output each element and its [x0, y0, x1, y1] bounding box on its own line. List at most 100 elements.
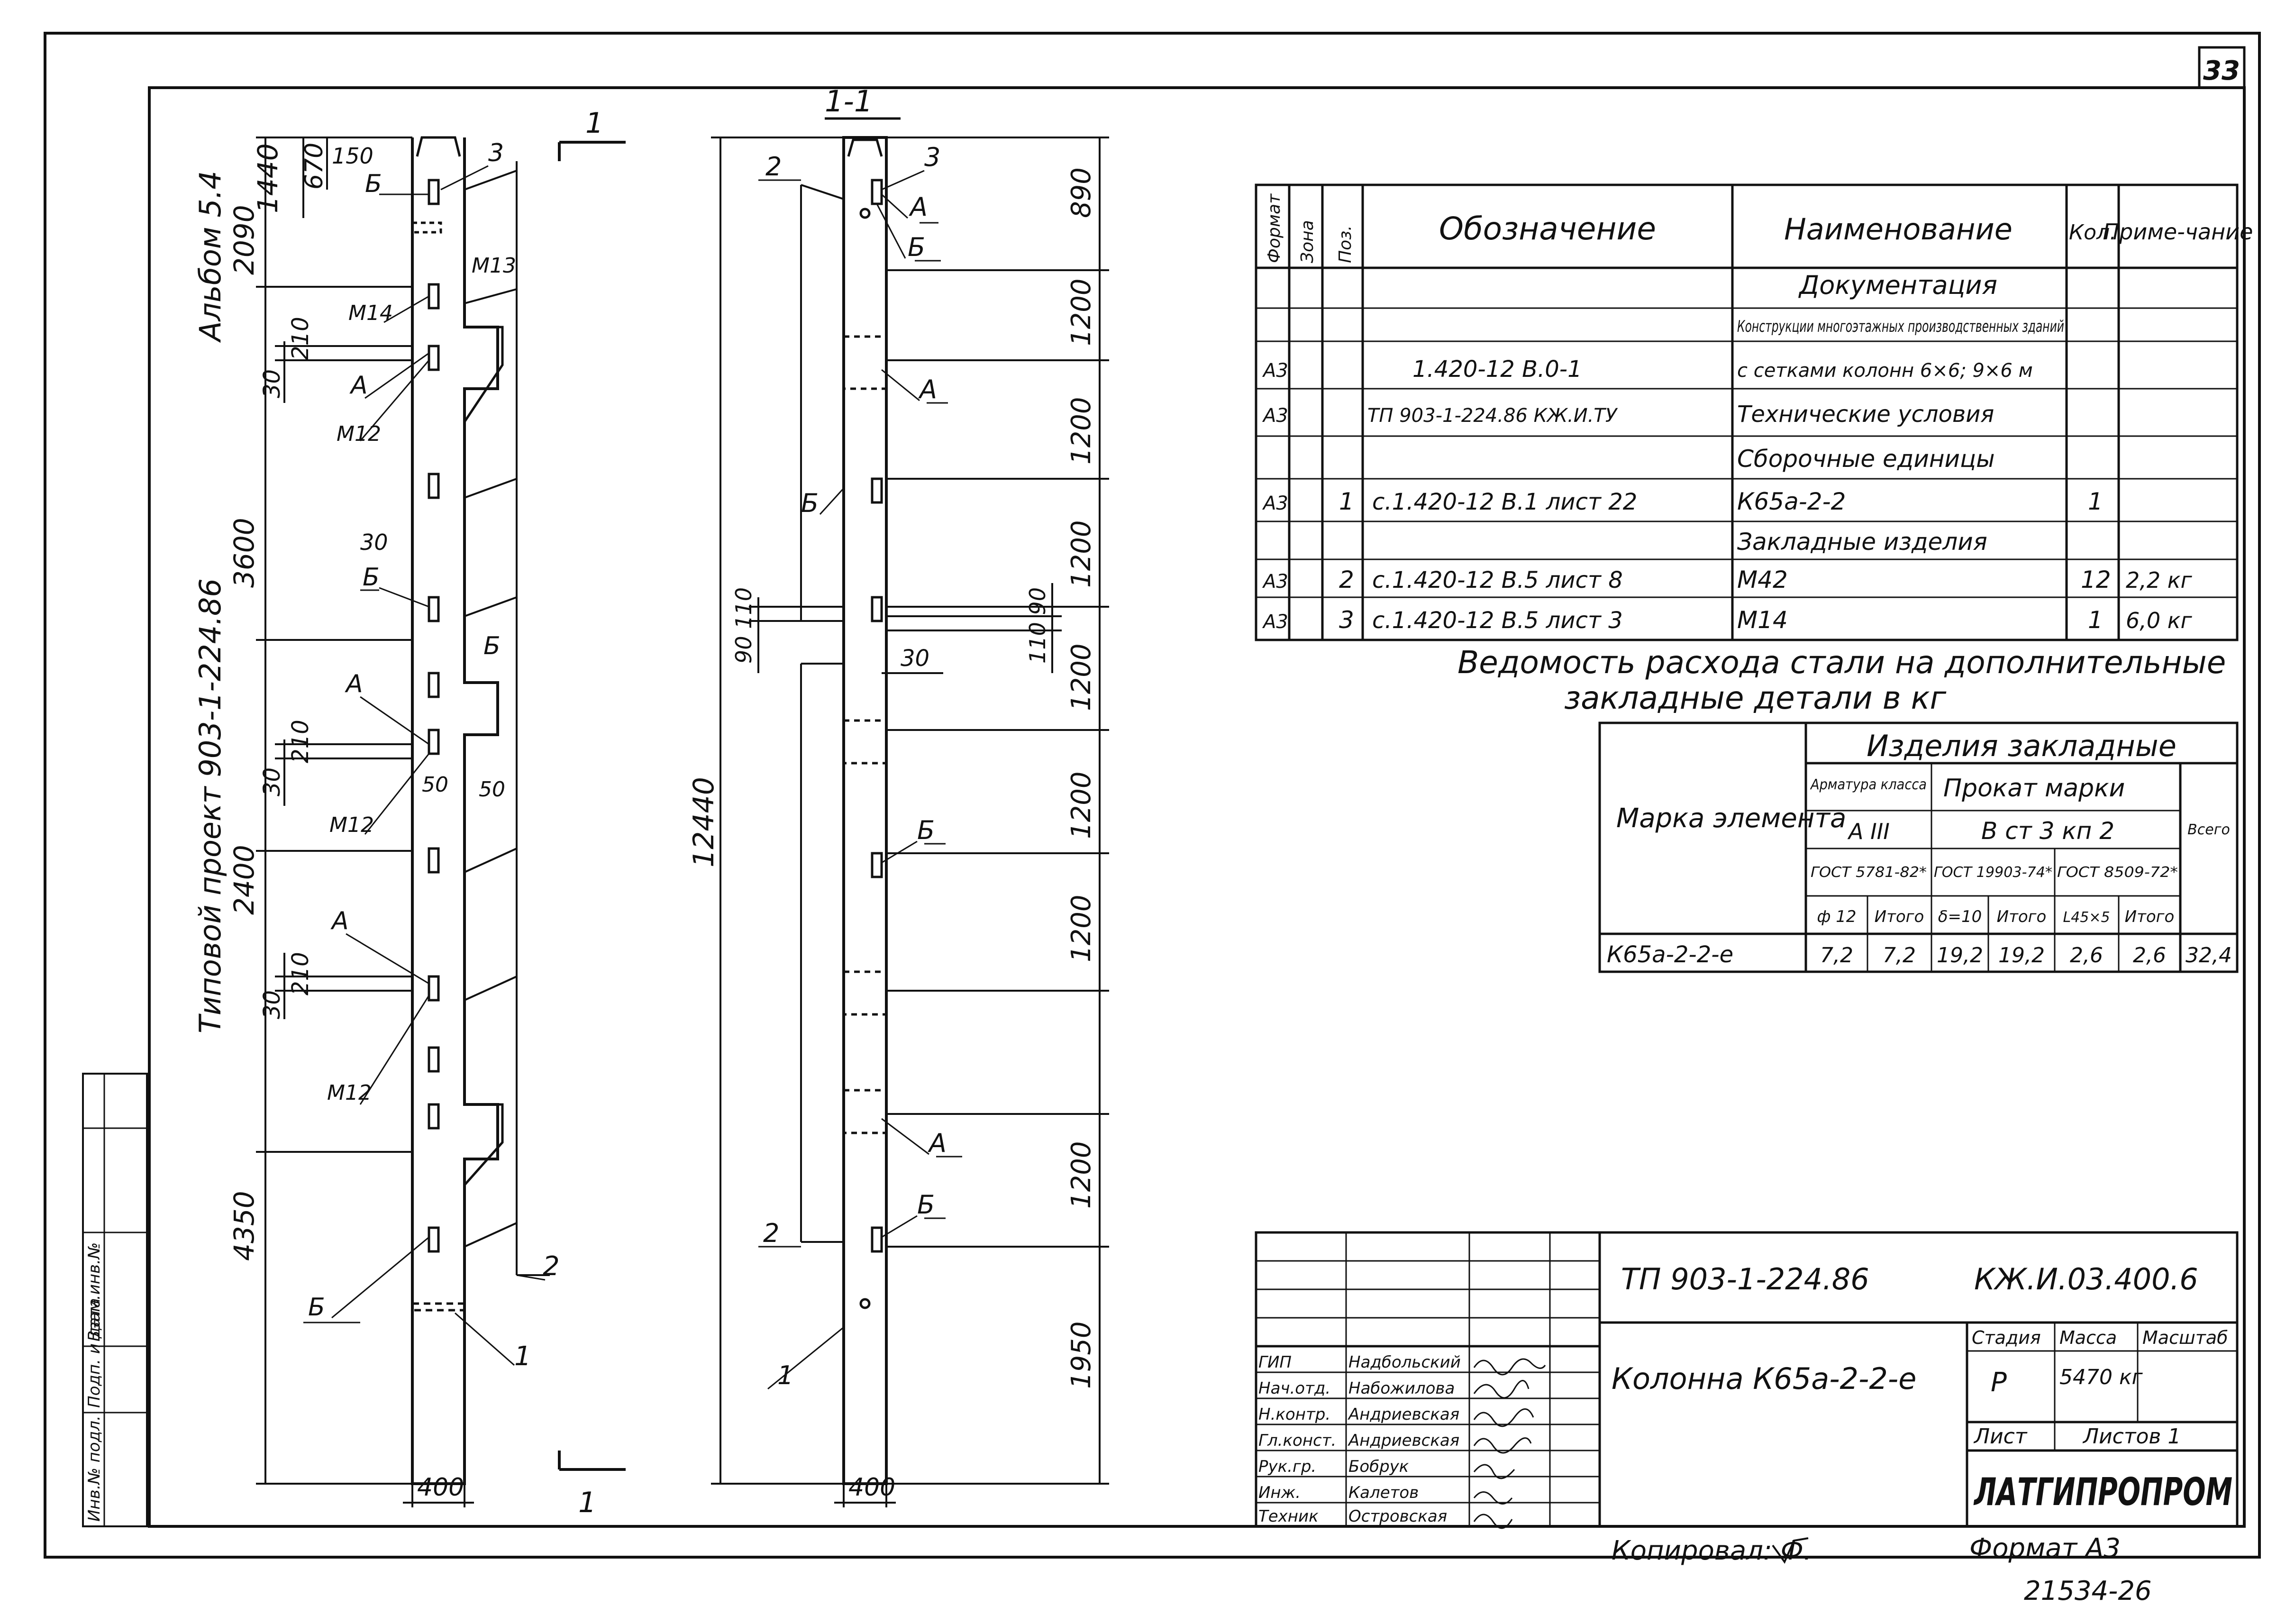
steel-gost2: ГОСТ 19903-74* [1934, 864, 2052, 881]
tb-sheets-label: Листов 1 [2082, 1424, 2181, 1449]
tb-stage-header: Стадия [1972, 1327, 2041, 1348]
row9-name: М14 [1737, 606, 1788, 634]
row9-qty: 1 [2088, 606, 2103, 634]
row8-designation: с.1.420-12 В.5 лист 8 [1372, 567, 1623, 593]
steel-row-mark: К65а-2-2-е [1607, 941, 1733, 968]
label-pos1: 1 [514, 1341, 531, 1372]
r-label-b-4: Б [917, 1190, 935, 1220]
project-vertical-label: Типовой проект 903-1-224.86 [193, 578, 228, 1033]
tb-project-code: ТП 903-1-224.86 [1621, 1262, 1869, 1296]
row8-qty: 12 [2081, 566, 2111, 593]
album-label: Альбом 5.4 [193, 171, 228, 343]
label-a-3: А [330, 907, 349, 935]
row6-qty: 1 [2088, 488, 2103, 515]
steel-val-1: 7,2 [1820, 943, 1853, 967]
dim-30-right: 30 [901, 645, 929, 672]
dim-30-3: 30 [259, 990, 285, 1019]
title-block: ТП 903-1-224.86 КЖ.И.03.400.6 Колонна К6… [1255, 1231, 2239, 1529]
dim-30-1: 30 [259, 369, 285, 398]
tb-stage: Р [1991, 1367, 2007, 1398]
dim-r-1200-1: 1200 [1066, 278, 1097, 346]
tb-mass-header: Масса [2059, 1327, 2117, 1348]
dim-4350: 4350 [228, 1191, 260, 1261]
steel-gost3: ГОСТ 8509-72* [2057, 864, 2178, 881]
steel-gost1: ГОСТ 5781-82* [1811, 864, 1927, 881]
row3-designation: 1.420-12 В.0-1 [1412, 356, 1582, 383]
specification-table: Формат Зона Поз. Обозначение Наименовани… [1255, 183, 2253, 641]
steel-title-1: Ведомость расхода стали на дополнительны… [1457, 644, 2226, 681]
signer-role-6: Инж. [1258, 1483, 1301, 1502]
row3-format: А3 [1262, 360, 1288, 382]
tb-scale-header: Масштаб [2142, 1327, 2228, 1348]
steel-sub-total1: Итого [1875, 907, 1924, 926]
row8-format: А3 [1262, 571, 1288, 593]
dim-210-3: 210 [287, 952, 314, 995]
dim-r-1200-3: 1200 [1066, 520, 1097, 588]
hdr-pos: Поз. [1336, 225, 1355, 263]
format-label: Формат А3 [1969, 1533, 2121, 1564]
steel-sub-angle: L45×5 [2063, 909, 2110, 926]
steel-sub-f12: ф 12 [1817, 907, 1856, 926]
dim-210-1: 210 [287, 317, 314, 360]
dim-30-2: 30 [259, 767, 285, 796]
tb-sheet-label: Лист [1973, 1424, 2028, 1449]
label-m12-3: М12 [327, 1081, 372, 1105]
r-label-a-1: А [909, 192, 928, 222]
hdr-qty: Кол. [2069, 220, 2116, 245]
r-label-pos2-top: 2 [765, 152, 782, 182]
hdr-format: Формат [1265, 193, 1284, 263]
side-stamp: Инв.№ подл. Подп. и дата Взам.инв.№ [82, 1073, 148, 1527]
label-m12-1: М12 [337, 422, 381, 446]
dim-2090: 2090 [228, 205, 260, 275]
label-50-2: 50 [479, 777, 505, 802]
dim-r-1200-7: 1200 [1066, 1141, 1097, 1209]
dim-3600: 3600 [228, 518, 260, 588]
dim-150: 150 [332, 143, 373, 169]
hdr-name: Наименование [1784, 212, 2013, 246]
dim-r-890: 890 [1066, 167, 1097, 218]
label-b-2: Б [363, 563, 380, 592]
row9-format: А3 [1262, 611, 1288, 633]
steel-val-4: 19,2 [1998, 943, 2045, 967]
row8-name: М42 [1737, 566, 1788, 593]
dim-90-110: 90 110 [731, 587, 756, 664]
dim-r-1200-6: 1200 [1066, 894, 1097, 962]
label-a-2: А [345, 670, 363, 698]
stamp-sign-date: Подп. и дата [85, 1298, 104, 1408]
label-a-1: А [349, 371, 368, 400]
row6-format: А3 [1262, 493, 1288, 514]
signer-name-1: Надбольский [1348, 1353, 1461, 1372]
row6-designation: с.1.420-12 В.1 лист 22 [1372, 489, 1637, 515]
stamp-inv-no: Инв.№ подл. [85, 1415, 104, 1522]
stamp-replaces: Взам.инв.№ [85, 1242, 104, 1341]
steel-title-2: закладные детали в кг [1564, 680, 1946, 716]
dim-overall-12440: 12440 [687, 777, 720, 867]
steel-group-header: Изделия закладные [1867, 729, 2177, 763]
label-b-4: Б [308, 1293, 325, 1322]
row4-designation: ТП 903-1-224.86 КЖ.И.ТУ [1367, 405, 1618, 427]
column-section-view: 1-1 [687, 84, 1109, 1507]
hdr-zone: Зона [1298, 220, 1317, 263]
r-label-a-3: А [928, 1128, 947, 1158]
row6-name: К65а-2-2 [1737, 488, 1846, 515]
steel-sub-total3: Итого [2125, 907, 2175, 926]
signer-name-2: Набожилова [1348, 1379, 1455, 1398]
signer-role-2: Нач.отд. [1258, 1379, 1330, 1398]
steel-rebar-class-header: Арматура класса [1810, 776, 1927, 793]
signer-name-6: Калетов [1348, 1483, 1419, 1502]
dim-210-2: 210 [287, 720, 314, 763]
column-elevation-view: 1440 670 150 2090 210 30 3600 30 210 240… [228, 107, 626, 1519]
tb-drawing-code: КЖ.И.03.400.6 [1974, 1262, 2198, 1296]
row-documentation: Документация [1798, 270, 1997, 300]
dim-110-90: 110 90 [1025, 587, 1050, 664]
section-title: 1-1 [825, 84, 873, 119]
page-number-box: 33 [2198, 46, 2246, 89]
steel-total-header: Всего [2187, 821, 2230, 838]
section-mark-bottom: 1 [578, 1486, 596, 1519]
signer-role-7: Техник [1258, 1507, 1319, 1526]
hdr-designation: Обозначение [1439, 210, 1656, 247]
width-dim-right: 400 [848, 1473, 895, 1502]
row9-designation: с.1.420-12 В.5 лист 3 [1372, 607, 1623, 634]
label-pos3: 3 [488, 139, 504, 167]
r-label-b-3: Б [917, 815, 935, 845]
